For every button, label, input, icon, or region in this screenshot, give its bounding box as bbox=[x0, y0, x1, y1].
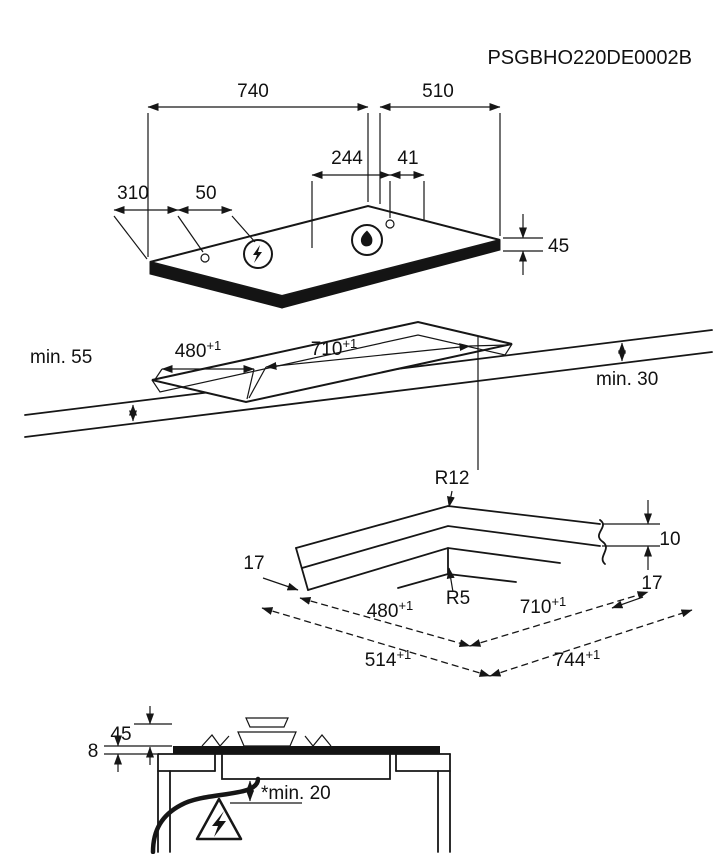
igniter-dot-right bbox=[385, 219, 395, 229]
dim-min-30: min. 30 bbox=[596, 342, 658, 390]
dim-plan-480-label: 480+1 bbox=[367, 598, 414, 622]
cutout-inner-wall bbox=[151, 334, 513, 393]
min-20-label: *min. 20 bbox=[261, 783, 331, 804]
min-55-label: min. 55 bbox=[30, 347, 92, 368]
dim-section-45-label: 45 bbox=[110, 724, 131, 745]
dim-244-label: 244 bbox=[331, 148, 363, 169]
dim-plan-744-label: 744+1 bbox=[554, 647, 601, 671]
worktop-cutout-view: 480+1 710+1 min. 55 min. 30 bbox=[24, 320, 713, 470]
burner-section bbox=[201, 717, 332, 747]
break-line bbox=[597, 519, 607, 565]
cross-section-view: 45 8 *min. 20 bbox=[88, 706, 451, 854]
dim-45-top: 45 bbox=[503, 214, 569, 275]
dim-plan-cutout: 480+1 710+1 bbox=[299, 591, 649, 647]
dim-740-label: 740 bbox=[237, 81, 269, 102]
dim-17-left-label: 17 bbox=[243, 553, 264, 574]
corner-detail-view: R12 10 R5 17 17 bbox=[243, 468, 693, 677]
corner-piece bbox=[295, 505, 607, 591]
dim-plan-514-label: 514+1 bbox=[365, 647, 412, 671]
dim-plan-710-label: 710+1 bbox=[520, 594, 567, 618]
dim-ledge-17-right: 17 bbox=[611, 573, 663, 609]
dim-310-label: 310 bbox=[117, 183, 149, 204]
dim-r5: R5 bbox=[446, 567, 470, 609]
dim-ledge-17-left: 17 bbox=[243, 553, 299, 591]
dim-41-label: 41 bbox=[397, 148, 418, 169]
dim-17-right-label: 17 bbox=[641, 573, 662, 594]
product-code: PSGBHO220DE0002B bbox=[487, 47, 692, 69]
dim-10-label: 10 bbox=[659, 529, 680, 550]
dim-step-10: 10 bbox=[602, 500, 681, 570]
dim-244-41: 244 41 bbox=[311, 148, 425, 248]
dim-plan-recess: 514+1 744+1 bbox=[261, 607, 693, 677]
dim-min-55: min. 55 bbox=[30, 347, 137, 422]
r5-label: R5 bbox=[446, 588, 470, 609]
hob-body-section bbox=[221, 753, 391, 780]
dim-740: 740 bbox=[147, 81, 369, 257]
flame-icon bbox=[351, 224, 383, 256]
worktop-front-edge-bottom bbox=[24, 351, 713, 438]
dim-cutout-710: 710+1 bbox=[248, 336, 509, 399]
hob-glass-section bbox=[173, 746, 440, 754]
dim-510: 510 bbox=[379, 81, 501, 236]
dim-section-8: 8 bbox=[88, 728, 157, 772]
dim-310-50: 310 50 bbox=[113, 183, 256, 260]
dim-section-8-label: 8 bbox=[88, 741, 99, 762]
min-30-label: min. 30 bbox=[596, 369, 658, 390]
dim-section-45: 45 bbox=[110, 706, 172, 765]
lightning-icon bbox=[243, 239, 273, 269]
dim-510-label: 510 bbox=[422, 81, 454, 102]
r12-label: R12 bbox=[435, 468, 470, 489]
hob-surface bbox=[149, 204, 501, 298]
dim-50-label: 50 bbox=[195, 183, 216, 204]
dim-r12: R12 bbox=[435, 468, 470, 508]
lightning-icon bbox=[212, 811, 226, 837]
igniter-dot-left bbox=[200, 253, 210, 263]
dim-cutout-480: 480+1 bbox=[153, 338, 255, 400]
hob-top-view: 740 510 244 41 310 50 bbox=[113, 81, 569, 309]
dim-cutout-480-label: 480+1 bbox=[175, 338, 222, 362]
dim-45-top-label: 45 bbox=[548, 236, 569, 257]
hazard-electric-triangle-icon bbox=[195, 797, 243, 841]
power-cable bbox=[150, 776, 261, 854]
